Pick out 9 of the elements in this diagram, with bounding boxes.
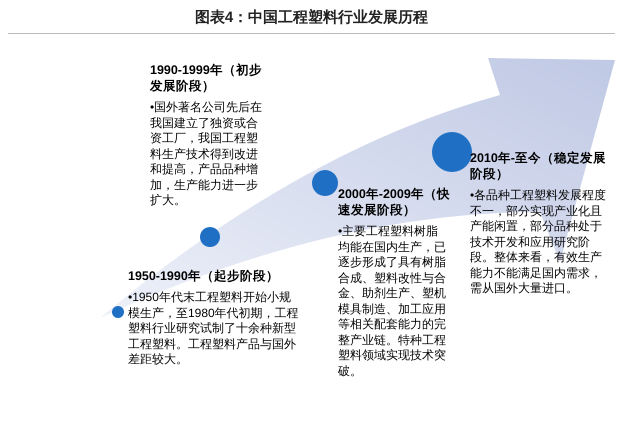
stage-description: •1950年代末工程塑料开始小规模生产，至1980年代初期，工程塑料行业研究试制了十余种新型工程塑料。工程塑料产品与国外差距较大。 — [128, 290, 300, 368]
stage-description: •国外著名公司先后在我国建立了独资或合资工厂，我国工程塑料生产技术得到改进和提高，产品品种增加，生产能力进一步扩大。 — [150, 100, 264, 208]
stage-heading: 2010年-至今（稳定发展阶段） — [470, 150, 607, 182]
chart-title: 图表4：中国工程塑料行业发展历程 — [194, 8, 430, 27]
stage-heading: 2000年-2009年（快速发展阶段） — [338, 186, 450, 218]
stage-heading: 1950-1990年（起步阶段） — [128, 268, 280, 284]
stage-description: •各品种工程塑料发展程度不一，部分实现产业化且产能闲置，部分品种处于技术开发和应用研究阶段。整体来看，有效生产能力不能满足国内需求，需从国外大量进口。 — [470, 188, 608, 296]
stage-description: •主要工程塑料树脂均能在国内生产，已逐步形成了具有树脂合成、塑料改性与合金、助剂生产、塑机模具制造、加工应用等相关配套能力的完整产业链。特种工程塑料领域实现技术突破。 — [338, 224, 447, 379]
stage-heading: 1990-1999年（初步发展阶段） — [150, 62, 263, 94]
